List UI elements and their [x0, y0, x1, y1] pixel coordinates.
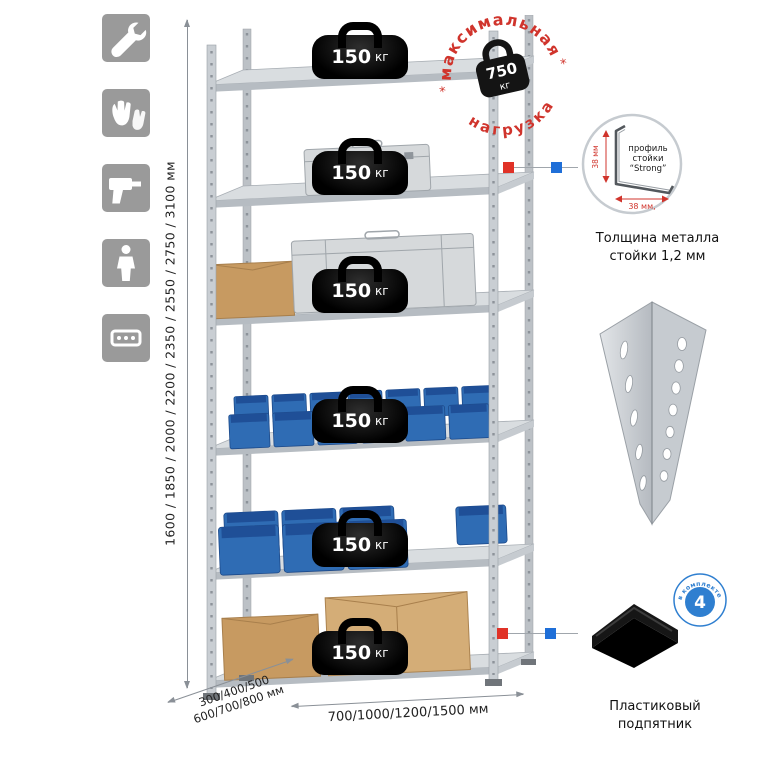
top-callout-red-square	[503, 162, 514, 173]
profile-caption-line1: Толщина металла	[595, 231, 720, 246]
gloves-icon	[102, 89, 150, 137]
profile-label-1: профиль	[628, 144, 667, 154]
foot-caption-line1: Пластиковый	[609, 699, 701, 714]
bottom-callout-line	[503, 633, 578, 634]
foot-caption: Пластиковый подпятник	[580, 698, 730, 734]
profile-label-2: стойки	[632, 154, 663, 164]
bottom-callout-red-square	[497, 628, 508, 639]
load-value: 150	[331, 162, 372, 184]
stamp-star-left: *	[438, 84, 448, 100]
max-load-stamp: максимальная нагрузка * * 750 кг	[423, 0, 569, 149]
perforated-post-icon	[102, 314, 150, 362]
bottom-callout-blue-square	[545, 628, 556, 639]
wrench-icon-glyph	[111, 22, 147, 58]
profile-caption: Толщина металла стойки 1,2 мм	[575, 230, 740, 266]
badge-number: 4	[694, 593, 706, 613]
wrench-icon	[102, 14, 150, 62]
person-icon-glyph	[117, 245, 135, 281]
profile-dim-vertical: 38 мм	[591, 145, 600, 168]
post-right-flange	[651, 301, 707, 526]
shelf3-items	[211, 230, 477, 320]
load-unit: кг	[375, 414, 389, 428]
load-value: 150	[331, 642, 372, 664]
stamp-weight-unit: кг	[499, 80, 512, 93]
foot-base-face	[592, 618, 678, 668]
profile-label-3: “Strong”	[630, 164, 667, 174]
stamp-text-bottom: нагрузка	[463, 93, 564, 149]
foot-caption-line2: подпятник	[617, 717, 693, 732]
load-unit: кг	[375, 646, 389, 660]
load-unit: кг	[375, 50, 389, 64]
profile-drawing	[614, 124, 675, 195]
post-holes	[659, 337, 687, 482]
post-slots	[619, 340, 647, 491]
load-unit: кг	[375, 538, 389, 552]
plastic-foot-image	[592, 604, 678, 668]
drill-icon-glyph	[109, 178, 141, 204]
profile-thickness-line	[618, 129, 670, 191]
stamp-star-right: *	[559, 56, 569, 72]
load-value: 150	[331, 534, 372, 556]
person-icon	[102, 239, 150, 287]
height-dimension-line	[183, 19, 190, 689]
gloves-icon-glyph	[112, 100, 146, 130]
kit-quantity-badge: в комплекте 4	[673, 573, 727, 627]
profile-dim-horizontal: 38 мм,	[628, 202, 655, 211]
stamp-weight-icon: 750 кг	[475, 39, 530, 98]
height-dimension-label: 1600 / 1850 / 2000 / 2200 / 2350 / 2550 …	[162, 161, 178, 546]
angle-post-image	[599, 301, 707, 526]
load-unit: кг	[375, 166, 389, 180]
post-profile-callout: 38 мм 38 мм, профиль стойки “Strong”	[581, 113, 683, 215]
top-callout-line	[508, 167, 578, 168]
foot-highlight	[595, 606, 673, 637]
perforated-post-icon-glyph	[110, 329, 142, 347]
post-left-flange	[599, 301, 653, 526]
load-value: 150	[331, 410, 372, 432]
badge-inner-circle	[685, 587, 715, 617]
load-value: 150	[331, 46, 372, 68]
load-value: 150	[331, 280, 372, 302]
load-unit: кг	[375, 284, 389, 298]
top-callout-blue-square	[551, 162, 562, 173]
drill-icon	[102, 164, 150, 212]
profile-caption-line2: стойки 1,2 мм	[609, 249, 706, 264]
rack-front-posts	[203, 30, 536, 700]
